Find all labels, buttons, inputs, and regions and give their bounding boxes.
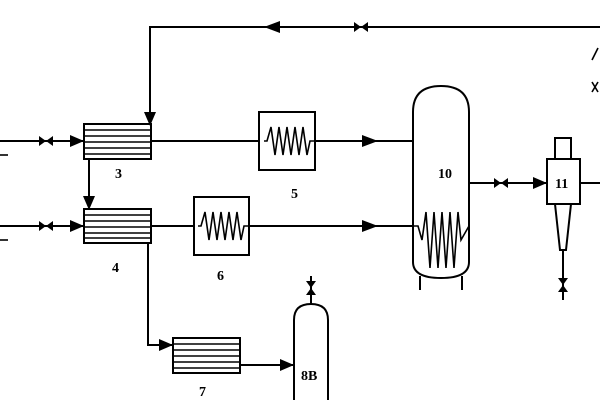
hx7-label: 7 bbox=[199, 385, 206, 400]
reactor-10 bbox=[412, 84, 470, 290]
line-hx3-to-reactor bbox=[151, 135, 413, 147]
line-hx4-to-reactor bbox=[151, 220, 413, 232]
arrow-icon bbox=[70, 135, 84, 147]
valve-icon bbox=[558, 278, 568, 292]
valve-icon bbox=[306, 281, 316, 295]
line-hx3-to-hx4 bbox=[83, 159, 95, 210]
hx4-label: 4 bbox=[112, 261, 119, 276]
recycle-line bbox=[144, 21, 600, 126]
arrow-icon bbox=[159, 339, 173, 351]
heater-6 bbox=[193, 196, 250, 256]
arrow-icon bbox=[144, 112, 156, 126]
heat-exchanger-7 bbox=[172, 337, 241, 374]
vessel-8b bbox=[293, 276, 329, 400]
arrow-icon bbox=[280, 359, 294, 371]
vessel8b-label: 8B bbox=[301, 369, 317, 384]
reactor10-label: 10 bbox=[438, 167, 452, 182]
cyclone11-label: 11 bbox=[555, 177, 568, 192]
line-hx4-to-hx7 bbox=[147, 243, 173, 351]
feed-line-lower bbox=[0, 220, 84, 241]
feed-line-upper bbox=[0, 135, 84, 156]
heater5-label: 5 bbox=[291, 187, 298, 202]
valve-icon bbox=[39, 136, 53, 146]
heat-exchanger-3 bbox=[83, 123, 152, 160]
arrow-icon bbox=[362, 220, 378, 232]
arrow-icon bbox=[70, 220, 84, 232]
coil-icon bbox=[198, 211, 249, 241]
line-hx7-to-8b bbox=[240, 359, 294, 371]
valve-icon bbox=[39, 221, 53, 231]
arrow-icon bbox=[83, 196, 95, 210]
arrow-icon bbox=[533, 177, 547, 189]
hx3-label: 3 bbox=[115, 167, 122, 182]
arrow-icon bbox=[362, 135, 378, 147]
valve-icon bbox=[494, 178, 508, 188]
heater6-label: 6 bbox=[217, 269, 224, 284]
valve-icon bbox=[354, 22, 368, 32]
coil-icon bbox=[264, 126, 315, 156]
coil-icon bbox=[413, 211, 470, 269]
heater-5 bbox=[258, 111, 316, 171]
line-reactor-to-cyclone bbox=[469, 177, 547, 189]
cyclone-11 bbox=[546, 137, 600, 300]
arrow-icon bbox=[264, 21, 280, 33]
edge-fragment bbox=[591, 47, 599, 93]
heat-exchanger-4 bbox=[83, 208, 152, 244]
